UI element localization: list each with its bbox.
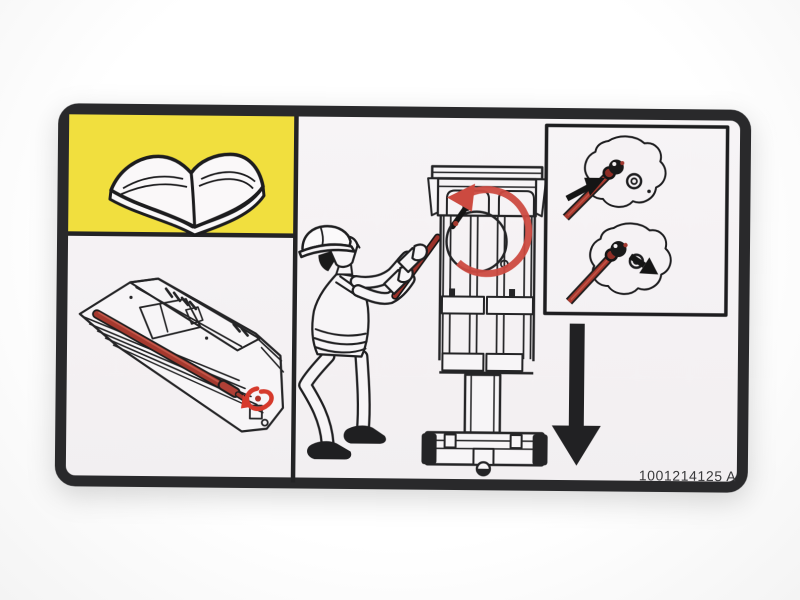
attach-rod-to-valve-arrow	[565, 177, 606, 202]
stowed-lift-isometric-illustration	[78, 277, 285, 433]
closeup-blob	[584, 135, 667, 208]
read-manual-panel	[68, 114, 298, 238]
valve-closeup-box	[543, 123, 730, 317]
panel-divider-vertical	[290, 116, 299, 483]
back-shoe	[307, 441, 352, 460]
worker-with-rod-illustration	[298, 224, 442, 460]
turn-rod-arrow	[628, 253, 659, 275]
platform-lowering-down-arrow	[551, 323, 601, 466]
red-manual-rod	[92, 309, 250, 403]
part-number: 1001214125 A	[638, 467, 737, 485]
mast-lift-front-illustration	[421, 165, 548, 477]
red-rotate-curl-arrow	[240, 386, 274, 412]
valve-knob	[610, 241, 627, 258]
worker-hair	[318, 251, 335, 272]
safety-decal: 1001214125 A	[54, 103, 752, 494]
closeup-attach-step	[562, 135, 667, 221]
open-book-icon	[108, 152, 266, 237]
rail-hatch-marks	[164, 287, 249, 337]
panel-divider-horizontal	[68, 231, 298, 238]
counterclockwise-rotation-arrow	[446, 183, 533, 278]
front-shoe	[343, 425, 386, 444]
closeup-turn-step	[565, 222, 672, 305]
